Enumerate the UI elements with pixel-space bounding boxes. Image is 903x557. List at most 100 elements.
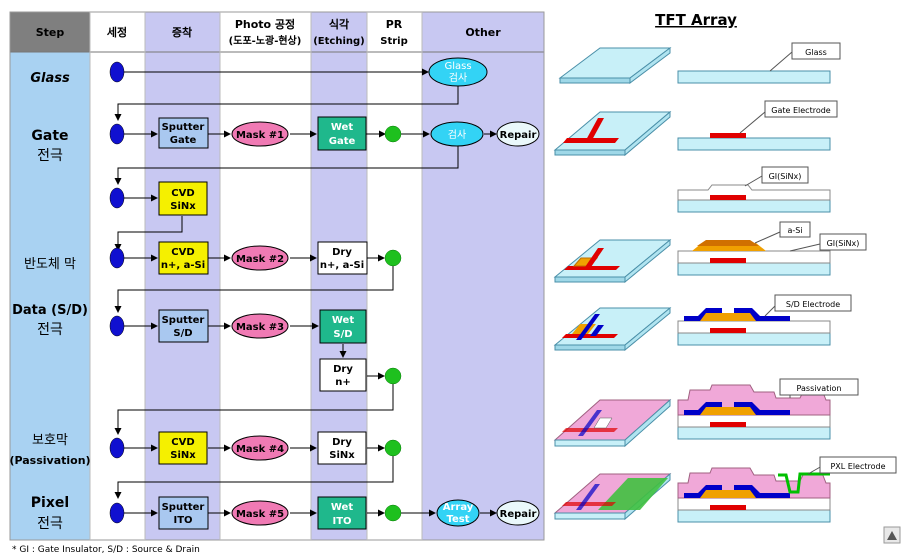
clean-node bbox=[109, 437, 125, 459]
tft-title: TFT Array bbox=[655, 11, 737, 29]
sputter-gate-line1: Sputter bbox=[162, 122, 205, 133]
header-pr-line1: PR bbox=[386, 18, 403, 31]
array-test: Array Test bbox=[436, 499, 480, 527]
step-column bbox=[10, 52, 90, 540]
wet-gate-line2: Gate bbox=[329, 136, 356, 147]
dry-n-asi-line2: n+, a-Si bbox=[320, 260, 364, 271]
wet-gate-line1: Wet bbox=[331, 122, 353, 133]
dry-n-asi-box: Dry n+, a-Si bbox=[317, 241, 368, 275]
header-pr-cell bbox=[367, 12, 422, 52]
glass-iso bbox=[558, 47, 672, 84]
cvd-n-asi-box: CVD n+, a-Si bbox=[158, 241, 209, 275]
repair-2: Repair bbox=[496, 500, 540, 526]
header-etch-line1: 식각 bbox=[329, 17, 349, 31]
glass-section: Glass bbox=[677, 42, 841, 84]
cvd-passivation-box: CVD SiNx bbox=[158, 431, 208, 465]
header-photo-line1: Photo 공정 bbox=[235, 17, 295, 31]
sputter-gate-line2: Gate bbox=[170, 135, 197, 146]
gi-label-1: GI(SiNx) bbox=[769, 172, 802, 181]
cvd-sinx-box: CVD SiNx bbox=[158, 181, 208, 216]
sputter-sd-line1: Sputter bbox=[162, 315, 205, 326]
header-clean-cell bbox=[90, 12, 145, 52]
sd-section: S/D Electrode bbox=[677, 294, 852, 346]
sd-iso bbox=[553, 306, 672, 352]
scroll-corner-icon[interactable] bbox=[883, 526, 901, 544]
clean-node bbox=[109, 247, 125, 269]
glass-inspection-line1: Glass bbox=[444, 61, 471, 72]
pxl-electrode-label: PXL Electrode bbox=[830, 462, 885, 471]
flow-connectors bbox=[114, 68, 497, 517]
header-etch-cell bbox=[311, 12, 367, 52]
passivation-section: Passivation bbox=[677, 378, 859, 440]
step-data-line1: Data (S/D) bbox=[12, 303, 88, 318]
repair-1-label: Repair bbox=[500, 130, 537, 141]
glass-inspection: Glass 검사 bbox=[428, 57, 488, 87]
header-etch-line2: (Etching) bbox=[313, 36, 365, 47]
dry-n-box: Dry n+ bbox=[319, 358, 367, 392]
asi-iso bbox=[553, 238, 672, 284]
mask-2-label: Mask #2 bbox=[236, 254, 284, 265]
mask-4-label: Mask #4 bbox=[236, 444, 284, 455]
pr-strip-node bbox=[384, 504, 402, 522]
dry-sinx-line1: Dry bbox=[332, 437, 352, 448]
mask-3: Mask #3 bbox=[231, 313, 289, 339]
glass-inspection-line2: 검사 bbox=[449, 72, 467, 84]
step-gate-line2: 전극 bbox=[37, 148, 63, 164]
sputter-sd-box: Sputter S/D bbox=[158, 309, 209, 343]
clean-node bbox=[109, 123, 125, 145]
wet-sd-box: Wet S/D bbox=[319, 309, 367, 344]
sputter-gate-box: Sputter Gate bbox=[158, 117, 209, 149]
pr-strip-node bbox=[384, 439, 402, 457]
gate-iso bbox=[553, 110, 672, 157]
asi-label: a-Si bbox=[787, 226, 802, 235]
repair-1: Repair bbox=[496, 121, 540, 147]
mask-5: Mask #5 bbox=[231, 500, 289, 526]
mask-1-label: Mask #1 bbox=[236, 130, 284, 141]
pr-strip-nodes bbox=[384, 125, 402, 522]
dry-n-asi-line1: Dry bbox=[332, 247, 352, 258]
mask-4: Mask #4 bbox=[231, 435, 289, 461]
array-test-line1: Array bbox=[443, 502, 474, 513]
header-depo-cell bbox=[145, 12, 220, 52]
header-clean: 세정 bbox=[107, 25, 127, 39]
mask-1: Mask #1 bbox=[231, 121, 289, 147]
step-passivation-line1: 보호막 bbox=[32, 433, 68, 448]
glass-label: Glass bbox=[805, 48, 827, 57]
wet-sd-line2: S/D bbox=[333, 329, 352, 340]
wet-gate-box: Wet Gate bbox=[317, 116, 367, 151]
step-semiconductor: 반도체 막 bbox=[24, 257, 76, 272]
header-step-cell bbox=[10, 12, 90, 52]
header-photo-line2: (도포-노광-현상) bbox=[229, 34, 302, 47]
header-other: Other bbox=[465, 26, 501, 39]
clean-node bbox=[109, 315, 125, 337]
array-test-line2: Test bbox=[446, 514, 469, 525]
header-step: Step bbox=[36, 26, 65, 39]
step-passivation-line2: (Passivation) bbox=[9, 454, 90, 467]
pixel-section: PXL Electrode bbox=[677, 456, 897, 523]
pr-strip-node bbox=[384, 125, 402, 143]
dry-sinx-box: Dry SiNx bbox=[317, 431, 367, 465]
sputter-ito-box: Sputter ITO bbox=[158, 496, 209, 530]
step-pixel-line2: 전극 bbox=[37, 516, 63, 532]
clean-nodes bbox=[109, 61, 125, 524]
footnote: * GI : Gate Insulator, S/D : Source & Dr… bbox=[12, 545, 200, 555]
dry-sinx-line2: SiNx bbox=[329, 450, 355, 461]
header-other-cell bbox=[422, 12, 544, 52]
dry-n-line1: Dry bbox=[333, 364, 353, 375]
header-photo-cell bbox=[220, 12, 311, 52]
sputter-ito-line1: Sputter bbox=[162, 502, 205, 513]
gate-inspection: 검사 bbox=[430, 121, 484, 147]
pr-strip-node bbox=[384, 367, 402, 385]
sd-electrode-label: S/D Electrode bbox=[786, 300, 840, 309]
pr-strip-node bbox=[384, 249, 402, 267]
clean-node bbox=[109, 61, 125, 83]
pixel-iso bbox=[553, 472, 672, 521]
gate-inspection-label: 검사 bbox=[448, 129, 466, 141]
wet-ito-line2: ITO bbox=[332, 516, 351, 527]
passivation-label: Passivation bbox=[797, 384, 842, 393]
cvd-passivation-line1: CVD bbox=[171, 437, 194, 448]
step-gate-line1: Gate bbox=[31, 128, 68, 144]
cvd-n-asi-line1: CVD bbox=[171, 247, 194, 258]
step-pixel-line1: Pixel bbox=[31, 495, 69, 511]
